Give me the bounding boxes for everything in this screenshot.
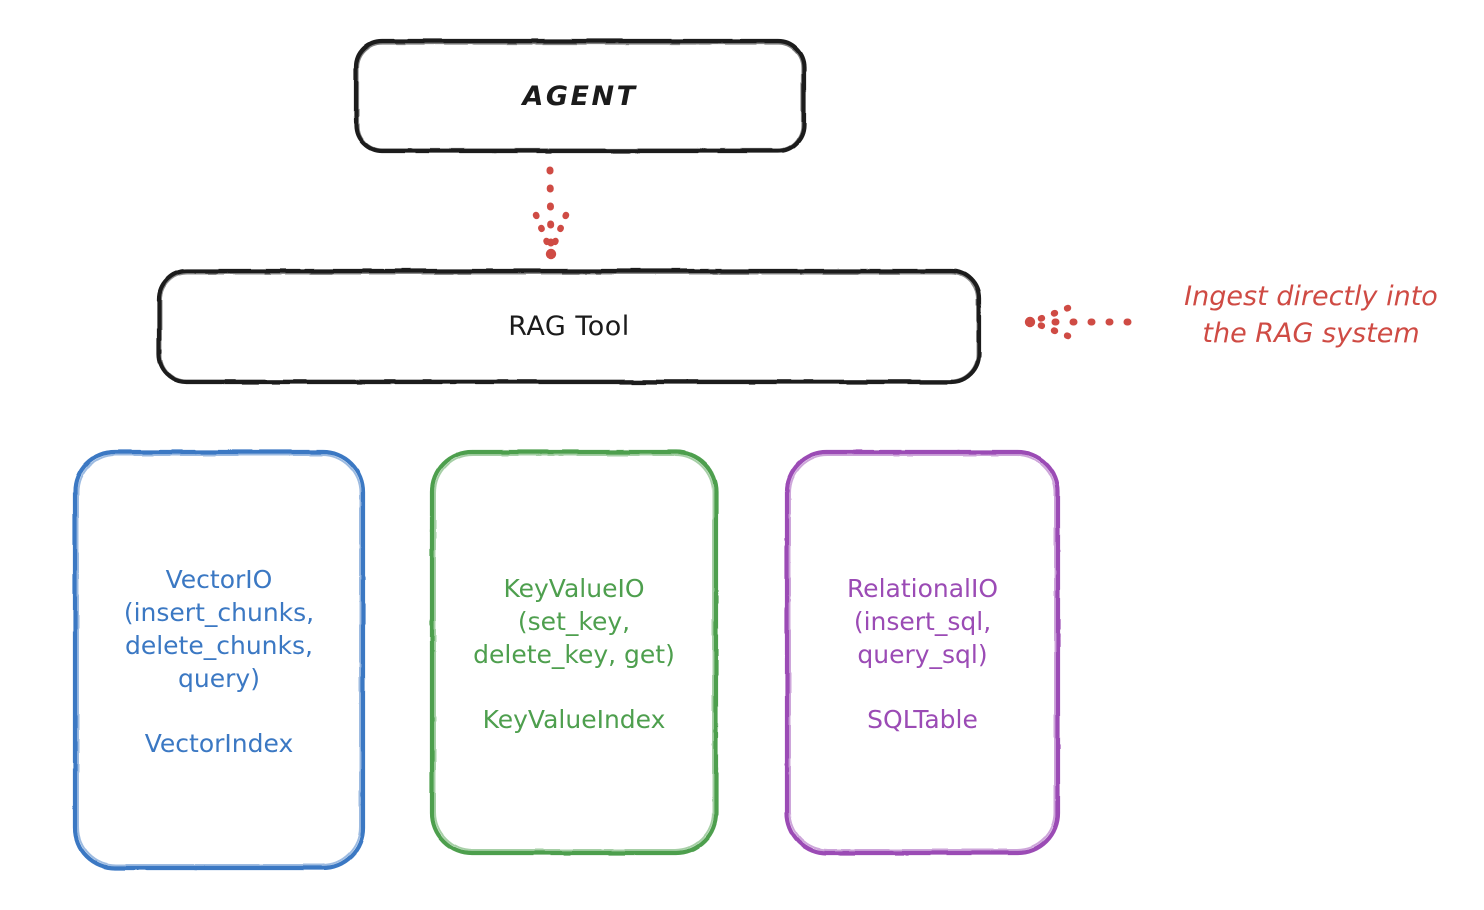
agent-box-outline bbox=[353, 38, 807, 154]
connector-agent-to-rag-tool bbox=[532, 166, 570, 260]
key-value-io-box-outline bbox=[429, 449, 719, 856]
relational-io-box-outline bbox=[784, 449, 1061, 856]
vector-io-box-outline bbox=[72, 449, 366, 871]
rag-tool-box-outline bbox=[156, 268, 982, 385]
connector-note-to-rag-tool bbox=[1024, 304, 1132, 340]
